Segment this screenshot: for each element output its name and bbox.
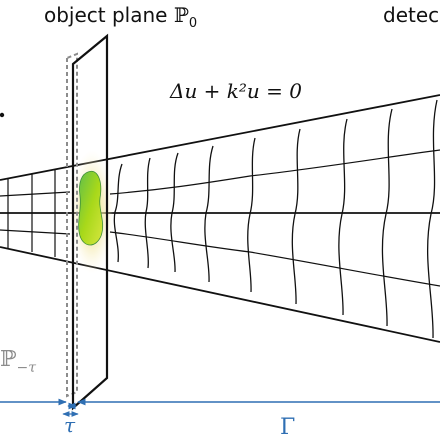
distance-dimension xyxy=(0,398,440,410)
sample-object xyxy=(78,170,104,246)
shifted-plane-outline xyxy=(66,52,78,398)
tau-label: τ xyxy=(64,413,76,437)
gamma-label: Γ xyxy=(280,415,295,440)
object-plane xyxy=(66,33,109,411)
detector-label: detec xyxy=(383,3,439,27)
object-plane-label: object plane ℙ0 xyxy=(44,3,197,31)
helmholtz-equation: Δu + k²u = 0 xyxy=(169,79,302,103)
scattered-rays xyxy=(109,149,440,287)
edge-mark xyxy=(0,112,5,118)
scattered-wavefronts xyxy=(113,99,438,339)
incident-wavefronts xyxy=(0,169,71,257)
shifted-plane-label: ℙ−τ xyxy=(0,347,36,376)
object-plane-outline xyxy=(71,33,109,411)
